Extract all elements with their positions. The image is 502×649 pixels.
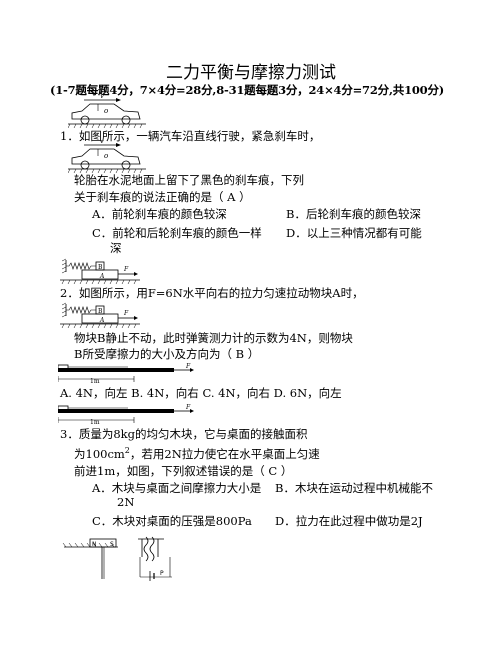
velocity-label: v bbox=[100, 95, 104, 100]
plank-figure-bottom: F 1m bbox=[58, 404, 194, 425]
q1-option-a: A．前轮刹车痕的颜色较深 bbox=[92, 207, 227, 221]
q3-stem-line2: 为100cm2，若用2N拉力使它在水平桌面上匀速 bbox=[74, 446, 320, 462]
q1-option-c-cont: 深 bbox=[110, 241, 122, 255]
rheostat-label: P bbox=[160, 570, 164, 577]
force-label: F bbox=[185, 404, 191, 411]
spring-figure-bottom: B A F bbox=[60, 302, 140, 329]
page-title: 二力平衡与摩擦力测试 bbox=[166, 63, 336, 83]
spring-figure-top: B A F bbox=[60, 258, 140, 285]
q3-option-b: B．木块在运动过程中机械能不 bbox=[275, 481, 433, 495]
q1-option-d: D．以上三种情况都有可能 bbox=[286, 226, 422, 240]
block-b-label: B bbox=[98, 308, 103, 315]
force-label: F bbox=[123, 310, 129, 317]
q3-area-exponent: 2 bbox=[124, 446, 130, 456]
plank-figure-top: F 1m bbox=[58, 363, 194, 384]
force-label: F bbox=[123, 266, 129, 273]
block-a-label: A bbox=[99, 317, 105, 324]
q3-option-c: C．木块对桌面的压强是800Pa bbox=[92, 514, 252, 528]
q2-options: A. 4N，向左 B. 4N，向右 C. 4N，向右 D. 6N，向左 bbox=[60, 386, 342, 400]
q2-stem-line1: 2．如图所示，用F=6N水平向右的拉力匀速拉动物块A时， bbox=[60, 286, 364, 300]
car-figure-top: v o bbox=[68, 95, 146, 129]
q3-stem-line1: 3．质量为8kg的均匀木块，它与桌面的接触面积 bbox=[60, 427, 308, 441]
q3-option-d: D．拉力在此过程中做功是2J bbox=[275, 514, 423, 528]
q1-stem-line3: 关于刹车痕的说法正确的是（ A ） bbox=[74, 190, 251, 204]
south-pole-label: S bbox=[110, 541, 114, 548]
q3-stem-line2-rest: ，若用2N拉力使它在水平桌面上匀速 bbox=[129, 447, 320, 461]
block-a-label: A bbox=[99, 273, 105, 280]
force-label: F bbox=[185, 363, 191, 370]
q3-stem-line3: 前进1m，如图，下列叙述错误的是（ C ） bbox=[74, 464, 293, 478]
q3-option-a-cont: 2N bbox=[117, 495, 135, 509]
car-figure-bottom: v o bbox=[68, 140, 146, 174]
magnet-figure: N S P bbox=[62, 536, 172, 581]
distance-label: 1m bbox=[90, 378, 100, 384]
q3-area-value: 为100cm bbox=[74, 447, 125, 461]
north-pole-label: N bbox=[92, 541, 97, 548]
distance-label: 1m bbox=[90, 419, 100, 425]
velocity-label: v bbox=[100, 140, 104, 145]
q1-option-b: B．后轮刹车痕的颜色较深 bbox=[286, 207, 421, 221]
block-b-label: B bbox=[98, 264, 103, 271]
q2-stem-line3: B所受摩擦力的大小及方向为（ B ） bbox=[74, 347, 260, 361]
center-label: o bbox=[104, 152, 108, 160]
scoring-note: (1-7题每题4分，7×4分=28分,8-31题每题3分，24×4分=72分,共… bbox=[50, 83, 445, 97]
q2-stem-line2: 物块B静止不动，此时弹簧测力计的示数为4N，则物块 bbox=[74, 331, 353, 345]
center-label: o bbox=[104, 107, 108, 115]
q1-option-c: C．前轮和后轮刹车痕的颜色一样 bbox=[92, 226, 262, 240]
q1-stem-line2: 轮胎在水泥地面上留下了黑色的刹车痕，下列 bbox=[74, 173, 304, 187]
q1-stem-line1: 1．如图所示，一辆汽车沿直线行驶，紧急刹车时， bbox=[60, 129, 321, 143]
q3-option-a: A．木块与桌面之间摩擦力大小是 bbox=[92, 481, 262, 495]
